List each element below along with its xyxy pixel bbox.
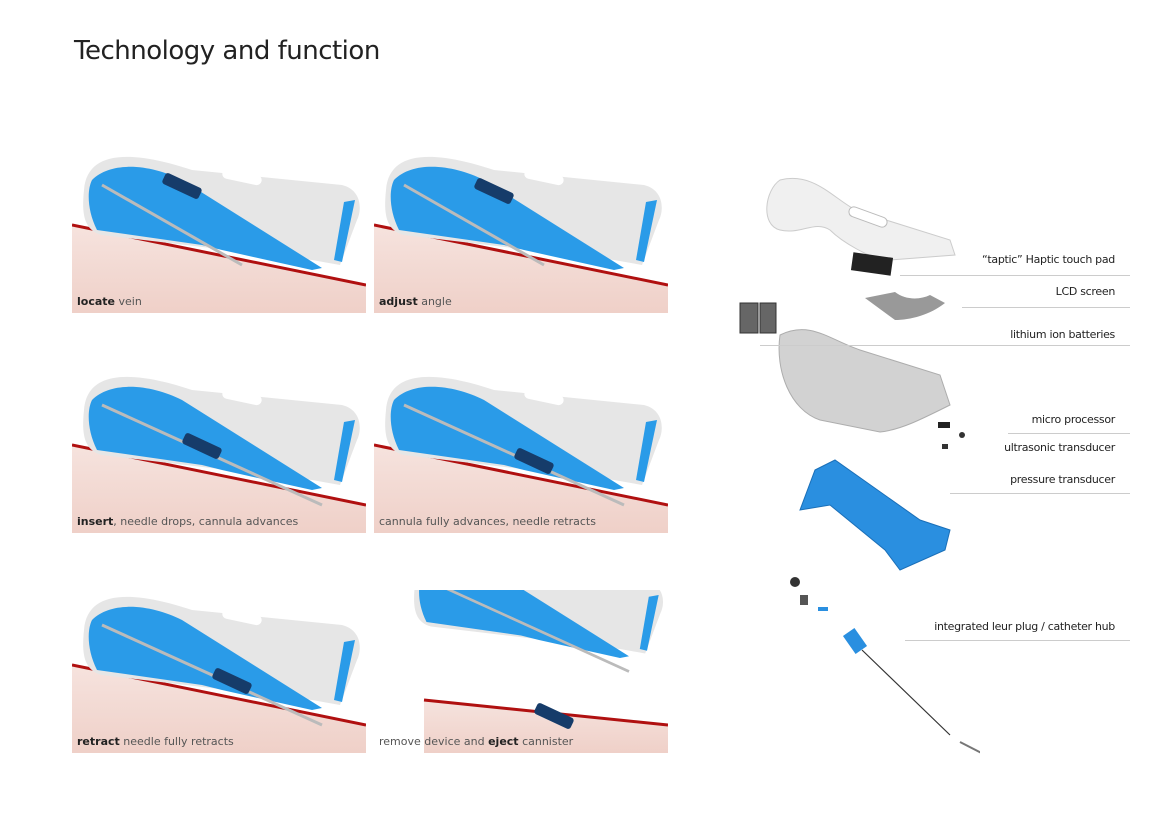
device-illustration [72, 596, 366, 753]
blue-chassis-part [799, 459, 951, 571]
component-label-lcd: LCD screen [1055, 285, 1116, 298]
touch-pad-part [850, 252, 894, 276]
component-label-microprocessor: micro processor [1031, 413, 1116, 426]
leur-plug-catheter-part [790, 577, 980, 754]
step-caption: retract needle fully retracts [77, 735, 234, 748]
step-panel-adjust: adjust angle [374, 150, 668, 313]
component-label-touch-pad: “taptic” Haptic touch pad [982, 253, 1115, 266]
battery-part [739, 302, 777, 334]
electronics-parts [938, 422, 965, 449]
leader-line [1008, 433, 1130, 434]
leader-line [962, 307, 1130, 308]
component-label-leur-plug: integrated leur plug / catheter hub [934, 620, 1115, 633]
component-label-ultrasonic: ultrasonic transducer [1004, 441, 1115, 454]
component-label-batteries: lithium ion batteries [1010, 328, 1115, 341]
step-panel-retract: retract needle fully retracts [72, 590, 366, 753]
lcd-screen-part [865, 292, 945, 320]
top-shell-part [766, 177, 956, 261]
leader-line [950, 493, 1130, 494]
step-panel-locate: locate vein [72, 150, 366, 313]
step-caption: locate vein [77, 295, 142, 308]
page-title: Technology and function [74, 36, 380, 66]
device-illustration [72, 376, 366, 533]
leader-line [760, 345, 1130, 346]
component-label-pressure: pressure transducer [1010, 473, 1115, 486]
step-caption: cannula fully advances, needle retracts [379, 515, 596, 528]
step-panel-eject: remove device and eject cannister [374, 590, 668, 753]
leader-line [900, 275, 1130, 276]
step-panel-cannula: cannula fully advances, needle retracts [374, 370, 668, 533]
device-illustration [374, 156, 668, 313]
transparent-housing-part [778, 329, 951, 433]
device-illustration [374, 376, 668, 533]
device-illustration [72, 156, 366, 313]
step-caption: adjust angle [379, 295, 452, 308]
step-panel-insert: insert, needle drops, cannula advances [72, 370, 366, 533]
leader-line [905, 640, 1130, 641]
step-caption: insert, needle drops, cannula advances [77, 515, 299, 528]
step-caption: remove device and eject cannister [379, 735, 574, 748]
device-illustration [414, 590, 668, 753]
exploded-view-illustration [739, 177, 980, 754]
